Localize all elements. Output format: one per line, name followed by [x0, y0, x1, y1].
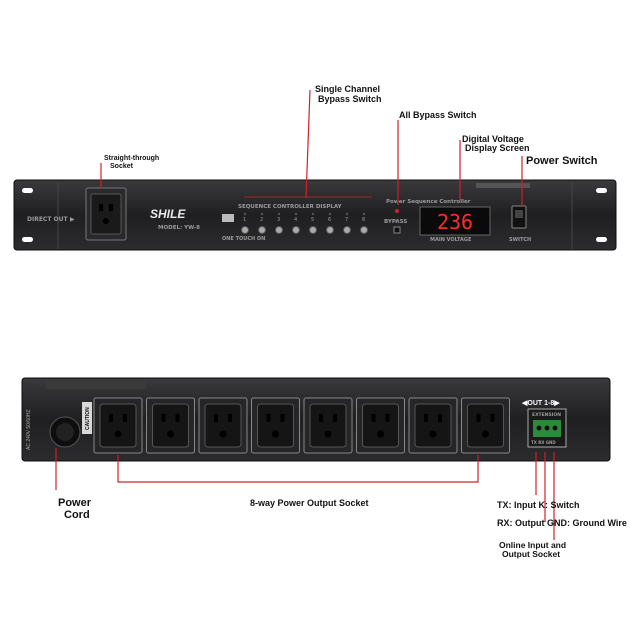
output-socket[interactable]	[356, 397, 405, 454]
brand-logo: SHILE	[150, 207, 186, 221]
rack-hole	[596, 188, 607, 193]
output-socket[interactable]	[461, 397, 510, 454]
channel-bypass-button[interactable]	[241, 226, 249, 234]
direct-out-label: DIRECT OUT	[27, 216, 68, 223]
rack-hole	[22, 188, 33, 193]
front-panel: DIRECT OUT ▶ SHILE MODEL: YW-8 SEQUENCE …	[13, 179, 617, 251]
power-cord-label: Power	[58, 497, 92, 509]
annotations: Straight-through Socket Single Channel B…	[58, 84, 627, 559]
main-voltage-label: MAIN VOLTAGE	[430, 237, 472, 243]
digital-voltage-label-2: Display Screen	[465, 143, 530, 153]
output-socket-label: 8-way Power Output Socket	[250, 498, 369, 508]
all-bypass-label: All Bypass Switch	[399, 110, 477, 120]
out-label: ◀OUT 1-8▶	[521, 400, 560, 407]
switch-label: SWITCH	[509, 237, 531, 243]
online-label: Online Input and	[499, 540, 566, 550]
voltage-display	[419, 206, 491, 236]
caution-label: CAUTION	[85, 407, 91, 430]
output-socket[interactable]	[93, 397, 143, 454]
arrow-right-icon: ▶	[70, 217, 75, 223]
terminal-labels: TX RX GND	[531, 440, 556, 445]
output-socket[interactable]	[251, 397, 300, 454]
channel-number: 6	[328, 217, 331, 223]
rack-hole	[596, 237, 607, 242]
online-label-2: Output Socket	[502, 549, 560, 559]
channel-bypass-button[interactable]	[275, 226, 283, 234]
straight-through-socket[interactable]	[85, 187, 127, 241]
output-socket[interactable]	[303, 397, 353, 454]
channel-led	[277, 212, 281, 216]
power-cord-gland	[49, 416, 81, 448]
bypass-led	[395, 209, 399, 213]
digital-voltage-label: Digital Voltage	[462, 134, 524, 144]
straight-through-label: Straight-through	[104, 155, 159, 162]
channel-number: 1	[243, 217, 246, 223]
rear-panel: AC 240V 50/60HZ CAUTION ◀OUT 1-8▶ EXTENS…	[21, 377, 611, 462]
channel-led	[311, 212, 315, 216]
voltage-readout: 236	[437, 210, 473, 234]
single-bypass-label: Single Channel	[315, 84, 380, 94]
output-socket[interactable]	[198, 397, 248, 454]
channel-number: 5	[311, 217, 314, 223]
channel-number: 4	[294, 217, 297, 223]
caution-sticker	[82, 402, 92, 434]
all-bypass-button[interactable]	[393, 226, 401, 234]
one-touch-button[interactable]	[222, 214, 234, 222]
channel-bypass-button[interactable]	[343, 226, 351, 234]
output-socket[interactable]	[408, 397, 458, 454]
power-switch-label: Power Switch	[526, 155, 598, 167]
channel-bypass-button[interactable]	[326, 226, 334, 234]
output-sockets	[93, 397, 510, 454]
rx-label: RX: Output GND: Ground Wire	[497, 518, 627, 528]
input-rating-label: AC 240V 50/60HZ	[26, 409, 32, 450]
rack-hole	[22, 237, 33, 242]
power-cord-label-2: Cord	[64, 509, 90, 521]
extension-label: EXTENSION	[532, 412, 561, 418]
channel-buttons: 1 2 3 4 5 6 7 8	[241, 212, 368, 234]
one-touch-label: ONE TOUCH ON	[222, 236, 265, 242]
channel-led	[362, 212, 366, 216]
single-bypass-label-2: Bypass Switch	[318, 94, 382, 104]
channel-led	[243, 212, 247, 216]
channel-bypass-button[interactable]	[258, 226, 266, 234]
channel-led	[294, 212, 298, 216]
output-socket[interactable]	[146, 397, 195, 454]
annotation-lines	[55, 89, 555, 540]
channel-bypass-button[interactable]	[309, 226, 317, 234]
channel-led	[260, 212, 264, 216]
tx-label: TX: Input K: Switch	[497, 500, 580, 510]
bypass-label: BYPASS	[384, 219, 407, 225]
straight-through-label-2: Socket	[110, 163, 134, 170]
model-label: MODEL: YW-8	[158, 225, 200, 231]
channel-led	[345, 212, 349, 216]
channel-bypass-button[interactable]	[360, 226, 368, 234]
sequence-display-label: SEQUENCE CONTROLLER DISPLAY	[238, 204, 343, 210]
channel-number: 8	[362, 217, 365, 223]
channel-number: 3	[277, 217, 280, 223]
power-sequence-label: Power Sequence Controller	[386, 199, 471, 205]
channel-led	[328, 212, 332, 216]
channel-number: 7	[345, 217, 348, 223]
channel-number: 2	[260, 217, 263, 223]
channel-bypass-button[interactable]	[292, 226, 300, 234]
